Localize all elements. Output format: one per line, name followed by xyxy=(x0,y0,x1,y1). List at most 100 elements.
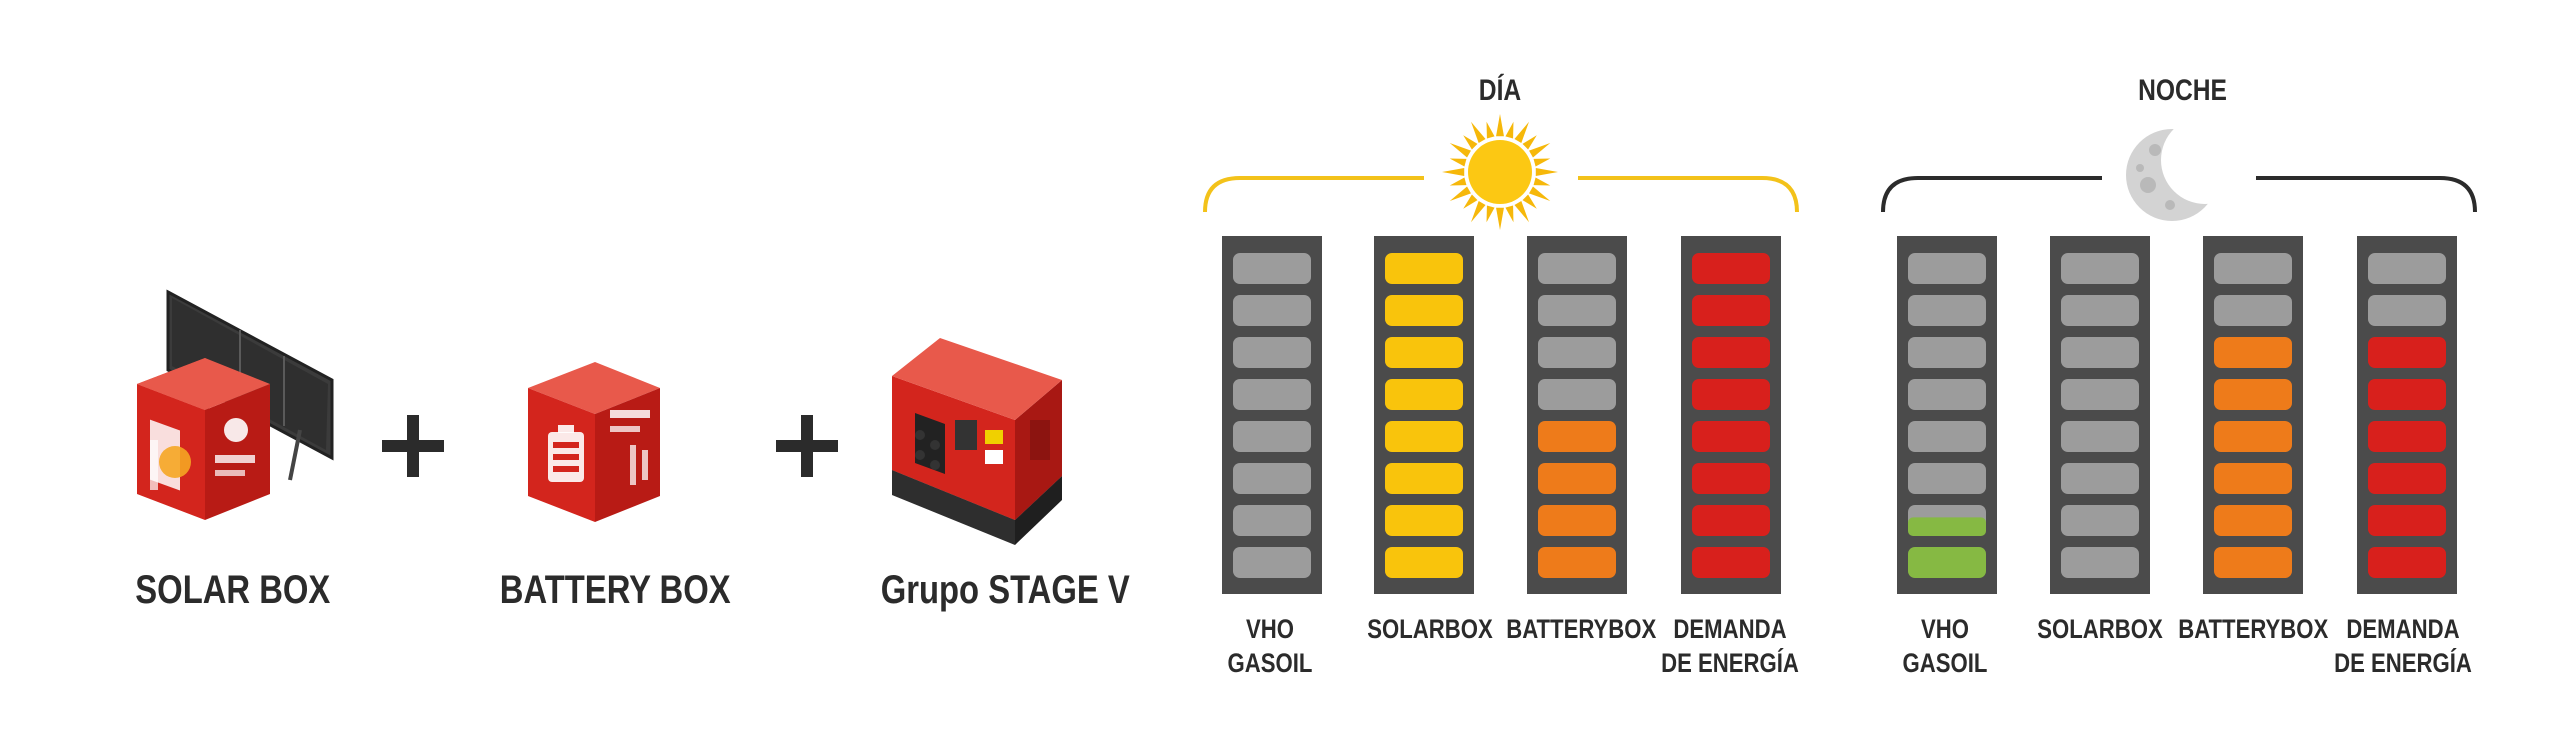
day-col-label-solarbox: SOLARBOX xyxy=(1367,614,1493,644)
generator-label: Grupo STAGE V xyxy=(880,568,1130,612)
bar-segment xyxy=(1538,253,1616,284)
bar-segment xyxy=(1385,421,1463,452)
sun-ray xyxy=(1533,177,1551,186)
night-bracket xyxy=(1881,176,2477,213)
bar-segment xyxy=(2368,421,2446,452)
bar-segment xyxy=(2061,295,2139,326)
bar-segment xyxy=(1385,463,1463,494)
bar-segment xyxy=(1538,463,1616,494)
sun-ray xyxy=(1486,205,1495,223)
bar-segment xyxy=(1692,337,1770,368)
sun-ray xyxy=(1471,201,1486,223)
bar-segment xyxy=(2214,505,2292,536)
bar-segment xyxy=(1692,463,1770,494)
energy-bars xyxy=(1222,236,2457,594)
bar-segment xyxy=(1233,547,1311,578)
bar-segment xyxy=(1385,547,1463,578)
battery-box-illustration xyxy=(528,362,660,522)
bar-segment xyxy=(1908,421,1986,452)
sun-disc xyxy=(1468,140,1532,204)
bar-segment xyxy=(1385,295,1463,326)
bar-frame xyxy=(2050,236,2150,594)
bar-segment xyxy=(1385,337,1463,368)
bar-segment xyxy=(1538,379,1616,410)
sun-ray xyxy=(1449,186,1471,201)
sun-ray xyxy=(1496,207,1504,230)
bar-segment xyxy=(1233,421,1311,452)
bar-segment xyxy=(2368,547,2446,578)
bar-segment xyxy=(2214,337,2292,368)
bar-segment xyxy=(1538,421,1616,452)
bar-segment xyxy=(2368,463,2446,494)
bar-segment xyxy=(1233,295,1311,326)
bar-segment xyxy=(1908,463,1986,494)
bar-segment xyxy=(1538,295,1616,326)
generator-illustration xyxy=(892,338,1062,545)
bar-segment xyxy=(1233,463,1311,494)
night-col-label-solarbox: SOLARBOX xyxy=(2037,614,2163,644)
bar-segment xyxy=(2368,253,2446,284)
plus-icon xyxy=(776,415,838,477)
bar-segment xyxy=(2061,547,2139,578)
bar-segment xyxy=(2061,253,2139,284)
bar-segment xyxy=(2061,337,2139,368)
sun-ray xyxy=(1496,114,1504,137)
bar-segment xyxy=(2368,295,2446,326)
bar-segment xyxy=(2061,463,2139,494)
bar-segment xyxy=(1692,421,1770,452)
bar-segment xyxy=(1538,505,1616,536)
bar-segment xyxy=(2214,295,2292,326)
bar-segment xyxy=(1385,379,1463,410)
bar-segment xyxy=(2061,421,2139,452)
bar-segment xyxy=(2214,379,2292,410)
bar-frame xyxy=(1897,236,1997,594)
bar-segment xyxy=(1233,253,1311,284)
bar-segment xyxy=(1692,379,1770,410)
bar-segment xyxy=(2368,337,2446,368)
bar-segment xyxy=(1233,505,1311,536)
bar-segment xyxy=(2214,421,2292,452)
bar-segment xyxy=(1538,547,1616,578)
bar-frame xyxy=(1681,236,1781,594)
sun-ray xyxy=(1463,194,1478,209)
bar-segment xyxy=(1908,337,1986,368)
sun-ray xyxy=(1449,158,1467,167)
bar-segment xyxy=(1385,505,1463,536)
sun-ray xyxy=(1463,135,1478,150)
moon-icon xyxy=(2126,116,2249,221)
bar-segment xyxy=(1908,379,1986,410)
bar-segment-partial xyxy=(1908,517,1986,536)
bar-frame xyxy=(1374,236,1474,594)
plus-icon xyxy=(382,415,444,477)
bar-segment xyxy=(1692,547,1770,578)
sun-ray xyxy=(1522,194,1537,209)
sun-ray xyxy=(1535,168,1558,176)
bar-segment xyxy=(2368,379,2446,410)
bar-segment xyxy=(2214,253,2292,284)
bar-segment xyxy=(1233,337,1311,368)
bar-frame xyxy=(2357,236,2457,594)
bar-segment xyxy=(1692,505,1770,536)
sun-ray xyxy=(1522,135,1537,150)
bar-frame xyxy=(1222,236,1322,594)
bar-segment xyxy=(1692,253,1770,284)
sun-ray xyxy=(1529,143,1551,158)
night-col-label-batterybox: BATTERYBOX xyxy=(2178,614,2329,644)
sun-ray xyxy=(1471,121,1486,143)
bar-segment xyxy=(1233,379,1311,410)
bar-segment xyxy=(2061,379,2139,410)
bar-segment xyxy=(1908,253,1986,284)
sun-icon xyxy=(1442,114,1558,230)
day-col-label-batterybox: BATTERYBOX xyxy=(1506,614,1657,644)
sun-ray xyxy=(1505,205,1514,223)
bar-frame xyxy=(1527,236,1627,594)
battery-box-label: BATTERY BOX xyxy=(499,568,731,612)
night-title: NOCHE xyxy=(2138,74,2227,107)
day-title: DÍA xyxy=(1478,74,1522,107)
bar-segment xyxy=(1908,295,1986,326)
